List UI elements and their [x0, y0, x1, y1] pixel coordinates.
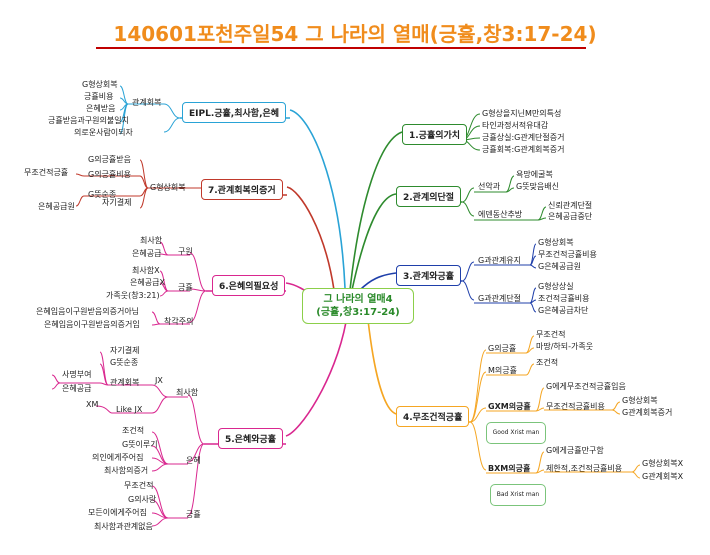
b6-sub-salvation[interactable]: 구원 — [178, 247, 193, 256]
b2-sub1-item-1[interactable]: 욕망에굴복 — [516, 170, 553, 179]
b4-god-mercy[interactable]: G의긍휼 — [488, 344, 517, 353]
b4-bxm-item-2[interactable]: 제한적,조건적긍휼비용 — [546, 464, 623, 473]
b5-xm[interactable]: XM — [86, 400, 99, 409]
b5-jx-sub-2[interactable]: 은혜공급 — [62, 384, 92, 393]
b4-gxm-mercy[interactable]: GXM의긍휼 — [488, 402, 531, 411]
b8-item-2[interactable]: 긍휼비용 — [84, 92, 114, 101]
b1-item-1[interactable]: G형상을지닌M만의특성 — [482, 109, 562, 118]
b7-sub-a[interactable]: 무조건적긍휼 — [24, 168, 69, 177]
b6-sub-misconception[interactable]: 착각주의 — [164, 317, 194, 326]
b6-mercy-item-1[interactable]: 최사함X — [132, 266, 160, 275]
b5-jx-item-3[interactable]: 관계회복 — [110, 378, 140, 387]
title-underline — [96, 47, 586, 49]
b4-bxm-item-1[interactable]: G에게긍휼만구함 — [546, 446, 604, 455]
central-topic-line2: (긍휼,창3:17-24) — [316, 307, 400, 318]
b4-gxm-sub-2[interactable]: G관계회복증거 — [622, 408, 673, 417]
b3-sub2-item-3[interactable]: G은혜공급차단 — [538, 306, 589, 315]
b1-item-4[interactable]: 긍휼회복:G관계회복증거 — [482, 145, 565, 154]
b4-good-xrist-callout[interactable]: Good Xrist man — [486, 422, 546, 444]
b3-sub1-item-3[interactable]: G은혜공급원 — [538, 262, 581, 271]
b5-mercy-item-1[interactable]: 무조건적 — [124, 481, 154, 490]
b8-item-5[interactable]: 의로운사람이되자 — [74, 128, 133, 137]
b4-gxm-item-1[interactable]: G에게무조건적긍휼입음 — [546, 382, 626, 391]
b6-misconception-item-1[interactable]: 은혜입음이구원받음의증거아님 — [36, 307, 140, 316]
b5-like-jx[interactable]: Like JX — [116, 405, 143, 414]
b5-mercy-item-3[interactable]: 모든이에게주어짐 — [88, 508, 147, 517]
b7-item-2[interactable]: G의긍휼비용 — [88, 170, 131, 179]
branch-4-node[interactable]: 4.무조건적긍휼 — [396, 406, 470, 427]
branch-5-node[interactable]: 5.은혜와긍휼 — [218, 428, 284, 449]
b7-item-3[interactable]: G뜻순종 — [88, 190, 117, 199]
connector-b4 — [367, 319, 397, 415]
b3-sub-1[interactable]: G과관계유지 — [478, 256, 521, 265]
b5-grace-item-2[interactable]: G뜻이루기 — [122, 440, 158, 449]
connector-b8 — [289, 109, 346, 289]
b8-item-4[interactable]: 긍휼받음과구원의불일치 — [48, 116, 129, 125]
b8-item-3[interactable]: 은혜받음 — [86, 104, 116, 113]
b4-man-mercy-item-1[interactable]: 조건적 — [536, 358, 559, 367]
b2-sub2-item-2[interactable]: 은혜공급중단 — [548, 212, 593, 221]
b5-sub-forgiveness[interactable]: 최사함 — [176, 388, 199, 397]
b7-sub-b[interactable]: 자기결제 — [102, 198, 132, 207]
b6-sub-mercy[interactable]: 긍휼 — [178, 283, 193, 292]
b4-bad-xrist-callout[interactable]: Bad Xrist man — [490, 484, 546, 506]
branch-6-node[interactable]: 6.은혜의필요성 — [212, 275, 286, 296]
b7-item-4[interactable]: 은혜공급원 — [38, 202, 75, 211]
connector-b3 — [359, 272, 397, 291]
b3-sub1-item-2[interactable]: 무조건적긍휼비용 — [538, 250, 597, 259]
branch-3-node[interactable]: 3.관계와긍휼 — [396, 265, 462, 286]
b5-jx[interactable]: JX — [155, 376, 163, 385]
connector-b1 — [349, 131, 403, 291]
b5-sub-grace[interactable]: 은혜 — [186, 456, 201, 465]
b4-gxm-sub-1[interactable]: G형상회복 — [622, 396, 658, 405]
b1-item-3[interactable]: 긍휼상실:G관계단절증거 — [482, 133, 565, 142]
branch-2-node[interactable]: 2.관계의단절 — [396, 186, 462, 207]
connector-b2 — [351, 193, 397, 291]
central-topic[interactable]: 그 나라의 열매4 (긍휼,창3:17-24) — [302, 288, 414, 324]
b3-sub-2[interactable]: G과관계단절 — [478, 294, 521, 303]
b4-bxm-sub-2[interactable]: G관계회복X — [642, 472, 684, 481]
b5-jx-item-1[interactable]: 자기결제 — [110, 346, 140, 355]
b4-man-mercy[interactable]: M의긍휼 — [488, 366, 517, 375]
connector-b5 — [285, 321, 347, 437]
b6-salvation-item-1[interactable]: 최사함 — [140, 236, 163, 245]
b8-sub-relation-restore[interactable]: 관계회복 — [132, 98, 162, 107]
b3-sub2-item-2[interactable]: 조건적긍휼비용 — [538, 294, 590, 303]
b6-mercy-item-3[interactable]: 가족웃(창3:21) — [106, 291, 160, 300]
b5-grace-item-1[interactable]: 조건적 — [122, 426, 145, 435]
b7-sub-image-restore[interactable]: G형상회복 — [150, 183, 186, 192]
b4-gxm-item-2[interactable]: 무조건적긍휼비용 — [546, 402, 605, 411]
b4-god-mercy-item-2[interactable]: 마땅/하되-가족웃 — [536, 342, 594, 351]
b5-jx-item-2[interactable]: G뜻순종 — [110, 358, 139, 367]
connector-b7 — [286, 186, 335, 291]
b5-mercy-item-4[interactable]: 최사함과관계없음 — [94, 522, 153, 531]
b7-item-1[interactable]: G의긍휼받음 — [88, 155, 131, 164]
page-title: 140601포천주일54 그 나라의 열매(긍휼,창3:17-24) — [113, 22, 597, 46]
b2-sub-2[interactable]: 에덴동산추방 — [478, 210, 523, 219]
b2-sub1-item-2[interactable]: G뜻맞음배신 — [516, 182, 559, 191]
b6-mercy-item-2[interactable]: 은혜공급X — [130, 278, 165, 287]
b1-item-2[interactable]: 타인과정서적유대감 — [482, 121, 549, 130]
b2-sub2-item-1[interactable]: 신뢰관계단절 — [548, 201, 593, 210]
b5-grace-item-3[interactable]: 의인에게주어짐 — [92, 453, 144, 462]
b2-sub-1[interactable]: 선악과 — [478, 182, 501, 191]
branch-eipl-node[interactable]: EIPL.긍휼,최사함,은혜 — [182, 102, 287, 123]
b3-sub2-item-1[interactable]: G형상상실 — [538, 282, 574, 291]
b6-misconception-item-2[interactable]: 은혜입음이구원받음의증거임 — [44, 320, 140, 329]
central-topic-line1: 그 나라의 열매4 — [323, 294, 393, 305]
b3-sub1-item-1[interactable]: G형상회복 — [538, 238, 574, 247]
b4-bxm-sub-1[interactable]: G형상회복X — [642, 459, 684, 468]
b5-jx-sub-1[interactable]: 사명부여 — [62, 370, 92, 379]
b5-grace-item-4[interactable]: 최사함의증거 — [104, 466, 149, 475]
b6-salvation-item-2[interactable]: 은혜공급 — [132, 249, 162, 258]
b8-item-1[interactable]: G형상회복 — [82, 80, 118, 89]
b5-mercy-item-2[interactable]: G의사랑 — [128, 495, 157, 504]
branch-7-node[interactable]: 7.관계회복의증거 — [201, 179, 283, 200]
b5-sub-mercy[interactable]: 긍휼 — [186, 510, 201, 519]
branch-1-node[interactable]: 1.긍휼의가치 — [402, 124, 468, 145]
b4-bxm-mercy[interactable]: BXM의긍휼 — [488, 464, 531, 473]
b4-god-mercy-item-1[interactable]: 무조건적 — [536, 330, 566, 339]
